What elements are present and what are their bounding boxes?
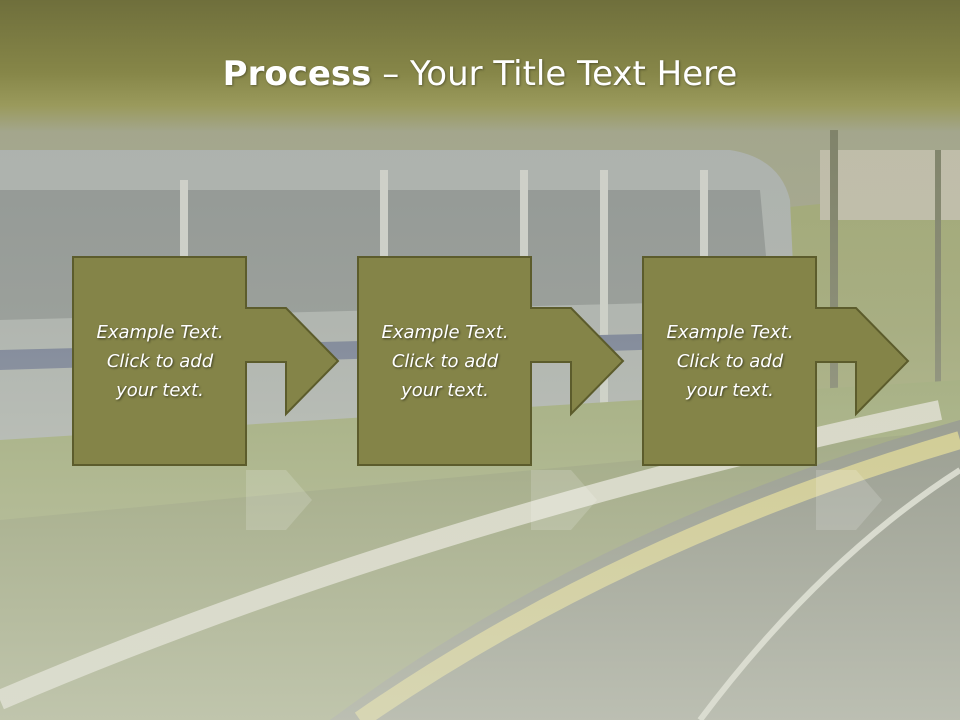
title-band <box>0 0 960 132</box>
process-step-2[interactable]: Example Text. Click to add your text. <box>357 256 657 470</box>
process-step-1[interactable]: Example Text. Click to add your text. <box>72 256 372 470</box>
step-2-reflection <box>357 470 657 550</box>
title-separator: – <box>371 54 411 94</box>
slide-title[interactable]: Process – Your Title Text Here <box>0 52 960 96</box>
title-bold-part: Process <box>222 54 372 94</box>
step-3-reflection <box>642 470 942 550</box>
step-text[interactable]: Example Text. Click to add your text. <box>96 321 224 401</box>
step-1-reflection <box>72 470 372 550</box>
title-rest-part: Your Title Text Here <box>410 54 738 94</box>
process-step-3[interactable]: Example Text. Click to add your text. <box>642 256 942 470</box>
step-arrow-shape <box>357 256 625 466</box>
step-arrow-shape <box>72 256 340 466</box>
step-text[interactable]: Example Text. Click to add your text. <box>666 321 794 401</box>
step-arrow-shape <box>642 256 910 466</box>
step-text[interactable]: Example Text. Click to add your text. <box>381 321 509 401</box>
